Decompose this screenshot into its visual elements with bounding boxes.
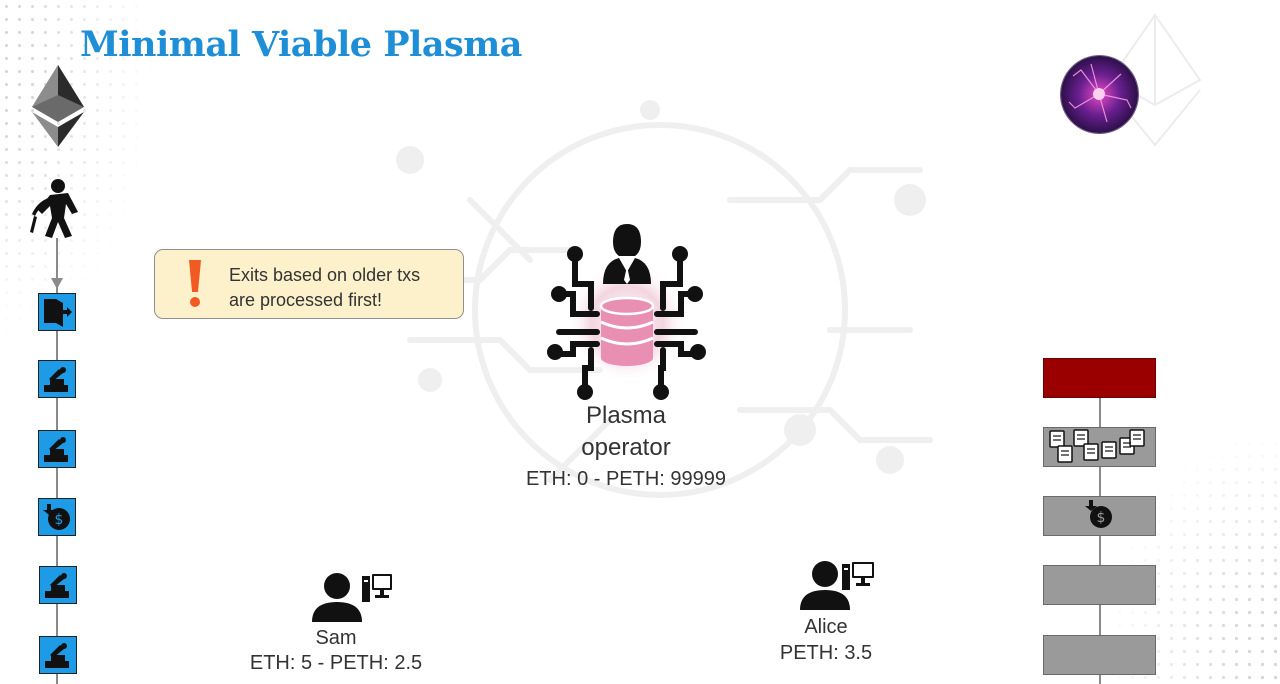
alice-balance: PETH: 3.5	[779, 642, 873, 664]
plasma-filaments	[1068, 63, 1132, 123]
withdraw-coin-icon: $	[43, 504, 70, 530]
withdraw-coin-icon: $	[1085, 500, 1112, 528]
right-block-empty-1[interactable]	[1043, 565, 1156, 605]
left-block-3[interactable]	[38, 430, 76, 468]
sam-name: Sam	[315, 627, 357, 649]
transactions-icon	[1049, 429, 1145, 463]
exit-block-icon	[44, 299, 72, 327]
right-block-empty-2[interactable]	[1043, 635, 1156, 675]
svg-text:$: $	[1097, 510, 1106, 526]
deposit-block-icon	[45, 643, 69, 668]
miner-icon	[30, 179, 78, 238]
right-block-transactions[interactable]	[1043, 427, 1156, 467]
right-chain-line	[1099, 396, 1101, 684]
sam-user-computer-icon	[312, 573, 392, 622]
ethereum-icon	[32, 65, 84, 147]
sam-balance: ETH: 5 - PETH: 2.5	[249, 652, 423, 674]
circuit-background	[387, 100, 933, 498]
callout-text: Exits based on older txs are processed f…	[229, 263, 420, 313]
left-block-2[interactable]	[38, 360, 76, 398]
plasma-globe-icon	[1061, 56, 1138, 133]
operator-balance: ETH: 0 - PETH: 99999	[525, 468, 727, 490]
alice-name: Alice	[804, 616, 848, 638]
deposit-block-icon	[44, 367, 68, 392]
callout-box: Exits based on older txs are processed f…	[154, 249, 464, 319]
database-operator-icon	[547, 224, 706, 400]
right-block-withdraw[interactable]: $	[1043, 496, 1156, 536]
svg-text:$: $	[55, 512, 64, 528]
left-block-1[interactable]	[38, 293, 76, 331]
left-block-5[interactable]	[39, 566, 77, 604]
operator-name-line-2: operator	[581, 434, 671, 461]
slide-title: Minimal Viable Plasma	[80, 24, 522, 65]
callout-line-2: are processed first!	[229, 290, 383, 310]
dotted-background-left	[0, 0, 170, 360]
exclamation-icon	[189, 260, 201, 307]
callout-line-1: Exits based on older txs	[229, 265, 421, 285]
operator-name-line-1: Plasma	[585, 402, 667, 429]
left-block-6[interactable]	[39, 636, 77, 674]
operator-name: Plasma operator	[526, 400, 726, 464]
alice-user-computer-icon	[800, 561, 874, 610]
deposit-block-icon	[44, 437, 68, 462]
arrow-down-icon	[51, 278, 63, 289]
deposit-block-icon	[45, 573, 69, 598]
right-block-latest[interactable]	[1043, 358, 1156, 398]
left-block-4[interactable]: $	[38, 498, 76, 536]
